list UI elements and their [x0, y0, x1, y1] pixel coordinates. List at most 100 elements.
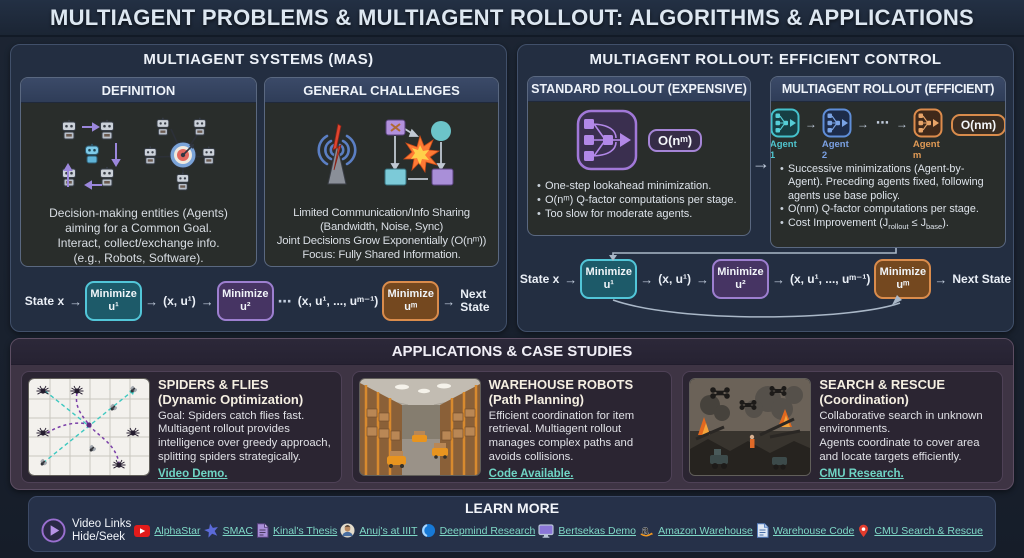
agent-network-icon: [913, 108, 943, 138]
ellipsis-icon: ⋯: [277, 292, 292, 309]
um-label: uᵐ: [404, 301, 418, 313]
arrow-right-icon: →: [856, 117, 869, 131]
amazon-icon: a: [640, 523, 653, 537]
svg-text:a: a: [642, 523, 649, 537]
bertsekas-demo-link[interactable]: Bertsekas Demo: [538, 524, 636, 538]
bullet: Cost Improvement (Jrollout ≤ Jbase).: [779, 217, 999, 231]
applications-cards: SPIDERS & FLIES (Dynamic Optimization) G…: [11, 365, 1013, 483]
deepmind-research-link[interactable]: Deepmind Research: [421, 523, 536, 538]
kinals-thesis-link[interactable]: Kinal's Thesis: [256, 523, 337, 538]
rollout-panel: MULTIAGENT ROLLOUT: EFFICIENT CONTROL ST…: [517, 44, 1014, 332]
minimize-label: Minimize: [90, 288, 137, 301]
minimize-label: Minimize: [387, 288, 434, 301]
definition-line: Interact, collect/exchange info.: [57, 235, 220, 250]
multiagent-rollout-header: MULTIAGENT ROLLOUT (EFFICIENT): [771, 77, 1005, 102]
link-label: CMU Search & Rescue: [874, 524, 983, 537]
arrow-right-icon: →: [200, 293, 214, 309]
challenges-line: Limited Communication/Info Sharing: [293, 207, 470, 219]
rollout-title: MULTIAGENT ROLLOUT: EFFICIENT CONTROL: [589, 51, 942, 68]
cost-text: ).: [942, 216, 949, 229]
complexity-badge: O(nᵐ): [647, 128, 703, 152]
cmu-research-link[interactable]: CMU Research.: [819, 468, 904, 481]
minimize-u2-box: Minimize u²: [711, 259, 769, 299]
minimize-u1-box: Minimize u¹: [580, 259, 638, 299]
definition-card: DEFINITION: [20, 77, 257, 267]
alphastar-link[interactable]: AlphaStar: [134, 524, 201, 537]
challenges-line: (Bandwidth, Noise, Sync): [319, 221, 444, 234]
arrow-right-icon: →: [69, 293, 83, 309]
spiders-flies-card: SPIDERS & FLIES (Dynamic Optimization) G…: [21, 371, 342, 483]
code-available-link[interactable]: Code Available.: [488, 468, 574, 481]
arrow-right-icon: →: [640, 271, 654, 287]
complexity-badge: O(nm): [950, 114, 1005, 136]
video-demo-link[interactable]: Video Demo.: [158, 468, 228, 481]
link-label: Bertsekas Demo: [558, 524, 637, 537]
cost-sub-rollout: rollout: [888, 221, 909, 231]
learn-more-title: LEARN MORE: [464, 500, 560, 516]
agent-m-label: Agent m: [912, 139, 940, 161]
avatar-icon: [340, 523, 355, 538]
card-subtitle: (Path Planning): [488, 391, 585, 407]
state-label: State x: [24, 294, 65, 308]
lookahead-network-icon: [576, 109, 638, 171]
video-links-text: Video Links Hide/Seek: [72, 518, 131, 543]
definition-line: aiming for a Common Goal.: [65, 220, 212, 235]
minimize-label: Minimize: [585, 266, 632, 279]
anujs-iiit-link[interactable]: Anuj's at IIIT: [340, 523, 417, 538]
search-rescue-text: SEARCH & RESCUE (Coordination) Collabora…: [819, 377, 996, 480]
definition-text: Decision-making entities (Agents) aiming…: [21, 206, 256, 266]
spiders-flies-thumbnail: [28, 378, 150, 476]
agent-2-label: Agent 2: [821, 139, 849, 161]
challenges-card: GENERAL CHALLENGES: [264, 77, 499, 267]
minimize-u1-box: Minimize u¹: [85, 281, 143, 321]
amazon-warehouse-link[interactable]: a Amazon Warehouse: [639, 523, 753, 538]
link-label: Kinal's Thesis: [273, 524, 338, 537]
warehouse-text: WAREHOUSE ROBOTS (Path Planning) Efficie…: [488, 377, 666, 480]
link-label: AlphaStar: [154, 524, 201, 537]
um-label: uᵐ: [896, 279, 910, 291]
sphere-icon: [421, 524, 435, 538]
multiagent-rollout-card: MULTIAGENT ROLLOUT (EFFICIENT) Agent 1 →: [770, 76, 1006, 248]
link-label: SMAC: [222, 524, 253, 537]
link-label: Amazon Warehouse: [658, 524, 753, 537]
warehouse-code-link[interactable]: Warehouse Code: [756, 523, 854, 538]
definition-icons: [21, 103, 256, 203]
card-subtitle: (Coordination): [819, 391, 909, 407]
definition-line: Decision-making entities (Agents): [49, 206, 228, 220]
link-label: Deepmind Research: [439, 524, 536, 537]
agent-1-label: Agent 1: [770, 139, 797, 161]
next-state-label: Next State: [460, 287, 490, 314]
minimize-label: Minimize: [717, 266, 764, 279]
document-icon: [257, 523, 269, 538]
card-body-line: Goal: Spiders catch flies fast.: [158, 409, 305, 422]
u2-label: u²: [240, 301, 251, 313]
u2-label: u²: [735, 279, 746, 291]
agent-1: Agent 1: [770, 108, 800, 161]
header-bar: MULTIAGENT PROBLEMS & MULTIAGENT ROLLOUT…: [0, 0, 1024, 37]
warehouse-thumbnail: [358, 378, 481, 476]
bullet: O(nm) Q-factor computations per stage.: [779, 203, 999, 217]
cmu-search-rescue-link[interactable]: CMU Search & Rescue: [857, 523, 983, 539]
smac-link[interactable]: SMAC: [203, 523, 253, 538]
bullet: Successive minimizations (Agent-by-Agent…: [779, 163, 999, 203]
spiders-flies-text: SPIDERS & FLIES (Dynamic Optimization) G…: [158, 377, 335, 480]
arrow-right-icon: →: [145, 293, 159, 309]
agent-m: Agent m: [913, 108, 943, 161]
minimize-label: Minimize: [222, 288, 269, 301]
arrow-right-icon: →: [442, 293, 456, 309]
challenges-line: Focus: Fully Shared Information.: [302, 249, 461, 262]
state-label: State x: [519, 272, 560, 286]
minimize-um-box: Minimize uᵐ: [874, 259, 932, 299]
card-body-line: Collaborative search in unknown environm…: [819, 409, 983, 436]
learn-more-panel: LEARN MORE Video Links Hide/Seek AlphaSt…: [28, 496, 996, 552]
bullet: One-step lookahead minimization.: [536, 179, 744, 193]
robots-cycle-icon: [61, 119, 121, 190]
play-icon: [41, 518, 66, 543]
location-pin-icon: [859, 524, 869, 537]
antenna-signal-icon: [317, 123, 356, 185]
agents-row: Agent 1 → Agent 2 → ⋯: [770, 108, 1005, 161]
link-label: Warehouse Code: [772, 524, 855, 537]
applications-panel: APPLICATIONS & CASE STUDIES: [10, 338, 1014, 490]
challenges-icons: [265, 103, 498, 203]
page-title: MULTIAGENT PROBLEMS & MULTIAGENT ROLLOUT…: [49, 4, 975, 30]
